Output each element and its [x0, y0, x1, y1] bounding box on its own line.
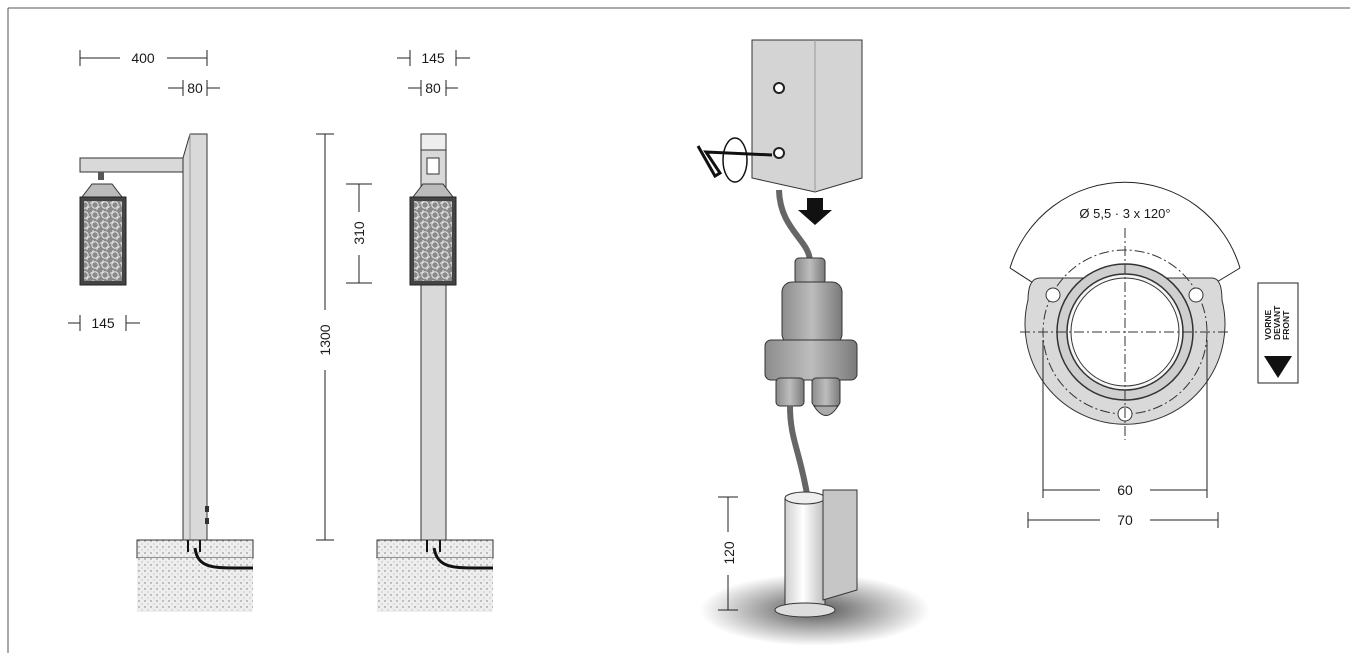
dim-front-width: 145	[397, 50, 470, 66]
dim-total-height: 1300	[316, 133, 334, 541]
dim-side-post: 80	[168, 80, 220, 96]
side-post	[182, 133, 208, 541]
dim-side-post-label: 80	[187, 80, 203, 96]
orientation-label: VORNE DEVANT FRONT	[1257, 282, 1299, 384]
front-lantern-cap	[411, 183, 455, 198]
dim-socket-depth: 120	[718, 496, 738, 611]
post-bottom	[751, 39, 863, 193]
hex-key-icon	[696, 145, 773, 179]
dim-flange-label: 70	[1117, 512, 1133, 528]
dim-front-post: 80	[408, 80, 458, 96]
front-view: 145 80	[376, 50, 494, 612]
screw-bottom	[773, 147, 785, 159]
flange-plan: Ø 5,5 · 3 x 120° 60 70	[1009, 181, 1241, 528]
dim-flange: 70	[1027, 512, 1219, 528]
dim-total-height-label: 1300	[317, 324, 333, 355]
socket-base	[774, 602, 836, 618]
side-lantern-cap	[80, 183, 124, 198]
connector-base	[764, 339, 858, 381]
dim-side-width: 400	[79, 50, 208, 66]
assembly-view: 120	[696, 39, 930, 646]
side-ground-soil	[137, 558, 253, 612]
front-lantern-diffuser	[414, 201, 452, 281]
orientation-line-2: DEVANT	[1272, 305, 1282, 340]
upper-cable	[776, 189, 813, 263]
side-arm	[79, 157, 185, 173]
hole-spec-label: Ø 5,5 · 3 x 120°	[1079, 206, 1170, 221]
socket-fin	[822, 489, 858, 601]
cable-gland-left	[775, 377, 805, 407]
down-arrow-icon	[798, 198, 832, 225]
connector-housing	[781, 281, 843, 345]
lower-cable	[787, 405, 811, 501]
dim-front-width-label: 145	[421, 50, 445, 66]
side-lantern-diffuser	[84, 201, 122, 281]
dim-bolt-circle: 60	[1042, 340, 1208, 498]
cable-gland-top	[794, 257, 826, 285]
mount-hole-left	[1045, 287, 1061, 303]
orientation-line-1: VORNE	[1263, 309, 1273, 340]
cable-gland-right	[811, 377, 841, 407]
screw-top	[773, 82, 785, 94]
orientation-line-3: FRONT	[1281, 310, 1291, 340]
triangle-down-icon	[1264, 356, 1292, 378]
rotate-arrow-icon	[722, 137, 748, 183]
dim-socket-depth-label: 120	[721, 541, 737, 565]
hole-spec-arc	[1009, 181, 1241, 269]
dim-lamp-height-label: 310	[351, 221, 367, 245]
dim-front-post-label: 80	[425, 80, 441, 96]
mount-hole-right	[1188, 287, 1204, 303]
dim-side-lamp: 145	[68, 315, 140, 331]
dim-side-width-label: 400	[131, 50, 155, 66]
dim-side-lamp-label: 145	[91, 315, 115, 331]
dim-lamp-height: 310	[346, 183, 372, 284]
side-view: 400 80 145	[68, 50, 254, 612]
dim-bolt-circle-label: 60	[1117, 482, 1133, 498]
front-ground-soil	[377, 558, 493, 612]
socket-tube	[784, 497, 826, 609]
front-cable	[432, 547, 494, 570]
side-cable	[193, 547, 254, 570]
page-frame	[7, 7, 1350, 653]
